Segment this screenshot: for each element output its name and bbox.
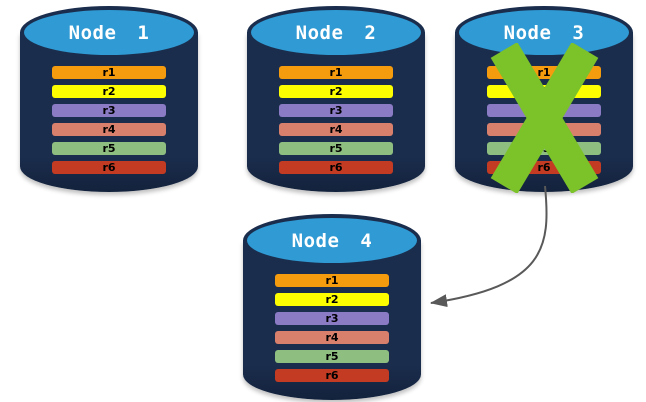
replica-row-r5: r5 — [52, 142, 166, 155]
cylinder-top: Node 4 — [243, 214, 421, 267]
replica-rows: r1 r2 r3 r4 r5 r6 — [52, 66, 166, 180]
cylinder-top: Node 2 — [247, 6, 425, 59]
cylinder-top: Node 1 — [20, 6, 198, 59]
node-4: Node 4 r1 r2 r3 r4 r5 r6 — [243, 214, 421, 400]
replica-row-r2: r2 — [52, 85, 166, 98]
replica-rows: r1 r2 r3 r4 r5 r6 — [275, 274, 389, 388]
replica-row-r1: r1 — [52, 66, 166, 79]
replica-row-r6: r6 — [279, 161, 393, 174]
replica-row-r3: r3 — [279, 104, 393, 117]
failure-x-cross-icon — [490, 43, 599, 193]
replica-row-r2: r2 — [279, 85, 393, 98]
node-title: Node 4 — [291, 229, 373, 252]
replica-row-r1: r1 — [279, 66, 393, 79]
replica-row-r6: r6 — [52, 161, 166, 174]
replica-row-r1: r1 — [275, 274, 389, 287]
cylinder-top: Node 3 — [455, 6, 633, 59]
node-2: Node 2 r1 r2 r3 r4 r5 r6 — [247, 6, 425, 192]
node-1: Node 1 r1 r2 r3 r4 r5 r6 — [20, 6, 198, 192]
node-title: Node 3 — [503, 21, 585, 44]
replica-row-r4: r4 — [52, 123, 166, 136]
node-title: Node 2 — [295, 21, 377, 44]
replica-row-r4: r4 — [279, 123, 393, 136]
replica-rows: r1 r2 r3 r4 r5 r6 — [279, 66, 393, 180]
replica-row-r3: r3 — [52, 104, 166, 117]
replica-row-r6: r6 — [275, 369, 389, 382]
node-3: Node 3 r1 r2 r3 r4 r5 r6 — [455, 6, 633, 193]
replica-row-r3: r3 — [275, 312, 389, 325]
replica-row-r5: r5 — [275, 350, 389, 363]
node-title: Node 1 — [68, 21, 150, 44]
replica-row-r2: r2 — [275, 293, 389, 306]
replica-row-r5: r5 — [279, 142, 393, 155]
replica-row-r4: r4 — [275, 331, 389, 344]
